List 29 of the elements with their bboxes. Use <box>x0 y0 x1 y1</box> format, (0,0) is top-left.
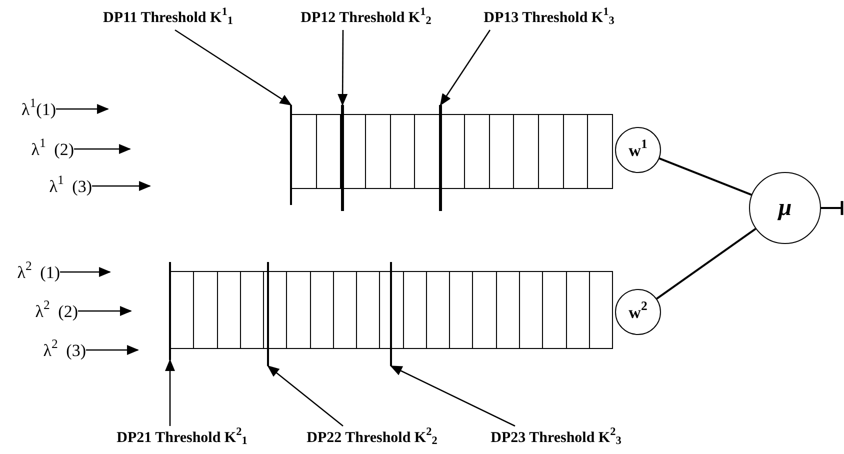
arrow <box>174 29 292 106</box>
queue-buffer <box>170 271 613 349</box>
arrow <box>60 267 111 277</box>
arrow <box>56 104 109 114</box>
arrow <box>440 30 491 106</box>
arrow <box>390 365 516 427</box>
threshold-line <box>341 105 344 211</box>
arrival-rate-label: λ$^{1}$(1) <box>4 98 56 120</box>
threshold-line <box>390 262 392 366</box>
output-line <box>821 200 844 216</box>
arrow <box>165 359 175 426</box>
connector-line <box>656 228 756 300</box>
threshold-line <box>290 105 292 205</box>
arrow <box>86 345 139 355</box>
arrival-rate-label: λ$^{1}$ (3) <box>38 175 92 197</box>
threshold-line <box>439 105 442 211</box>
queue-buffer <box>291 114 613 189</box>
arrow <box>338 30 348 106</box>
arrow <box>92 181 151 191</box>
arrival-rate-label: λ$^{1}$ (2) <box>22 138 74 160</box>
arrival-rate-label: λ$^{2}$ (1) <box>4 261 60 283</box>
arrow <box>74 144 131 154</box>
arrival-rate-label: λ$^{2}$ (3) <box>30 339 86 361</box>
arrow <box>78 306 132 316</box>
threshold-line <box>267 262 269 366</box>
connector-line <box>659 158 752 196</box>
threshold-line <box>169 262 171 360</box>
arrow <box>267 365 344 426</box>
arrival-rate-label: λ$^{2}$ (2) <box>22 300 78 322</box>
